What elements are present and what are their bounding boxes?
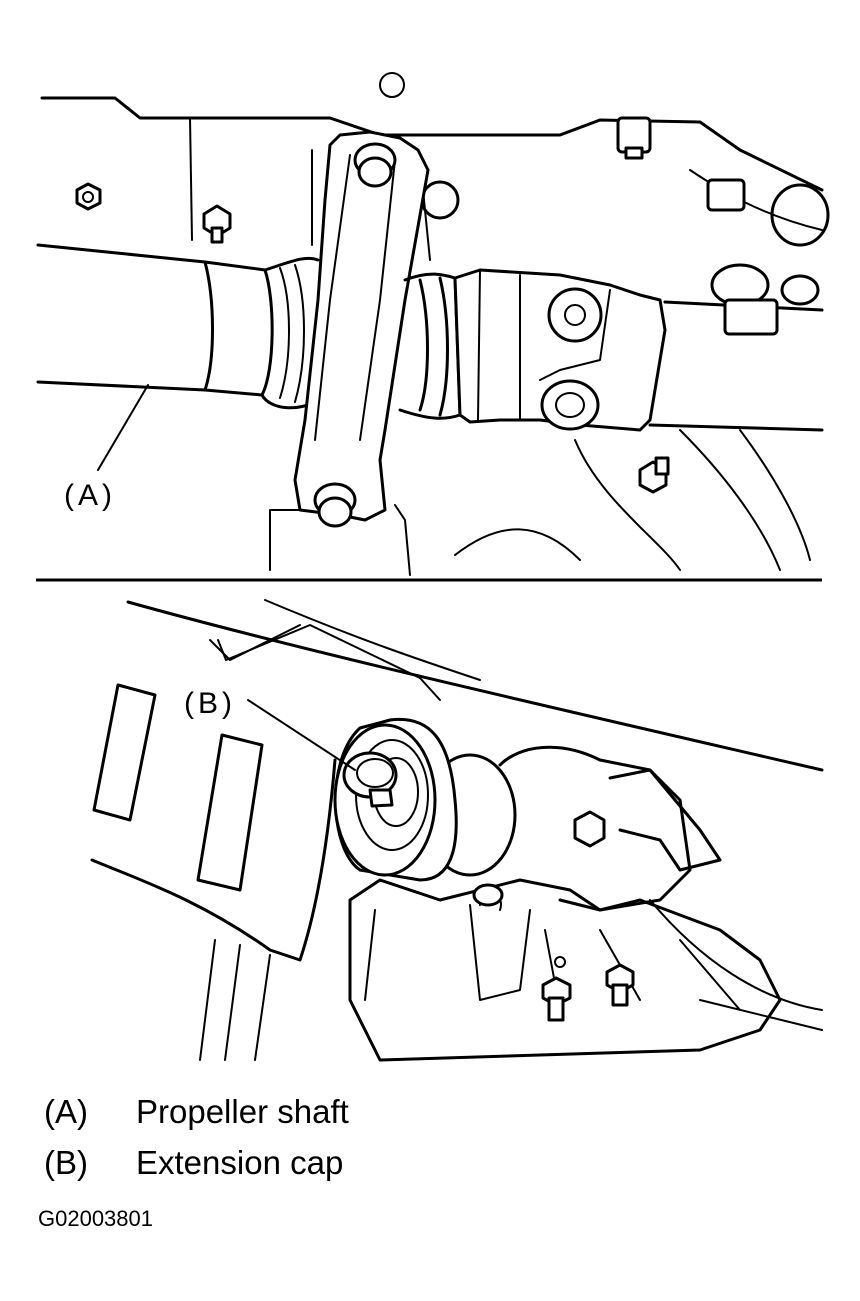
shaft-clip bbox=[723, 298, 779, 336]
u-joint-detail bbox=[477, 269, 611, 421]
bracket-bolt-top bbox=[353, 142, 397, 188]
bolt-left-1 bbox=[75, 182, 102, 211]
heat-shield-outline bbox=[90, 758, 337, 962]
universal-joint-yoke bbox=[453, 268, 667, 432]
bolt-lower-right bbox=[638, 456, 670, 494]
legend-label-b: Extension cap bbox=[136, 1144, 344, 1181]
floor-outline-lower bbox=[269, 429, 811, 576]
u-joint-cap-top-inner bbox=[564, 304, 586, 326]
tunnel-edge-2 bbox=[209, 599, 481, 681]
tunnel-flange bbox=[217, 624, 441, 701]
center-bearing-bracket bbox=[293, 130, 430, 522]
legend-key-a: (A) bbox=[44, 1093, 88, 1130]
crossmember-bracket bbox=[608, 768, 722, 872]
shaft-boot-ridges bbox=[279, 264, 305, 403]
extension-cap bbox=[342, 751, 398, 808]
bolt-crossmember bbox=[573, 810, 606, 848]
top-panel-propeller-shaft: (A) bbox=[36, 72, 830, 576]
floor-lines bbox=[199, 939, 271, 1061]
mount-hole bbox=[472, 883, 504, 907]
legend-entry-a: (A) Propeller shaft bbox=[44, 1092, 349, 1132]
callout-a-leader bbox=[97, 384, 149, 471]
callout-b-leader bbox=[247, 699, 356, 771]
bolt-left-2 bbox=[202, 204, 232, 244]
legend-key-b: (B) bbox=[44, 1144, 88, 1181]
bracket-bolt-bottom bbox=[313, 482, 357, 528]
body-outline-upper bbox=[40, 96, 824, 192]
heat-shield-panel-1 bbox=[92, 683, 157, 822]
small-hole bbox=[554, 956, 566, 968]
body-round-boss-3 bbox=[780, 274, 820, 306]
tunnel-outline bbox=[126, 600, 824, 772]
bolt-mount-2 bbox=[605, 963, 635, 1007]
rear-body-lines bbox=[649, 899, 823, 1031]
u-joint-cap-top bbox=[547, 287, 603, 343]
legend-label-a: Propeller shaft bbox=[136, 1093, 349, 1130]
legend-entry-b: (B) Extension cap bbox=[44, 1143, 343, 1183]
crossmember-lower bbox=[348, 878, 782, 1062]
body-hole-left bbox=[420, 180, 460, 220]
bolt-mount-1 bbox=[541, 976, 572, 1022]
body-round-boss bbox=[770, 183, 830, 247]
bolt-right bbox=[706, 178, 746, 212]
callout-a-label: (A) bbox=[64, 479, 116, 512]
rear-boot bbox=[398, 272, 462, 420]
heat-shield-panel-2 bbox=[196, 733, 264, 892]
body-hole-top bbox=[379, 72, 405, 98]
bolt-top-right bbox=[616, 116, 652, 160]
propeller-shaft-tube bbox=[36, 243, 207, 392]
transmission-rear bbox=[498, 745, 692, 912]
u-joint-cap-bottom bbox=[540, 379, 600, 431]
bottom-panel-extension-cap: (B) bbox=[90, 599, 824, 1062]
figure-code: G02003801 bbox=[38, 1206, 153, 1231]
u-joint-cap-bottom-inner bbox=[555, 392, 585, 418]
shaft-boot bbox=[203, 256, 320, 410]
callout-b-label: (B) bbox=[184, 687, 236, 720]
bracket-inner-rib bbox=[314, 154, 396, 441]
